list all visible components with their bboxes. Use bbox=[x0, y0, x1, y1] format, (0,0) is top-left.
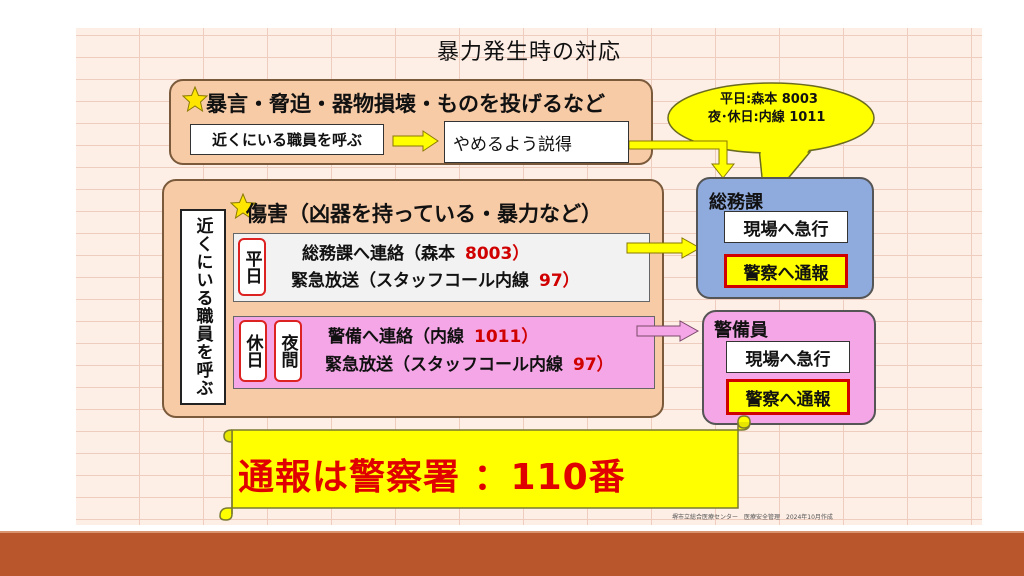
security-rush-box: 現場へ急行 bbox=[726, 341, 850, 373]
weekday-contact-number: 8003） bbox=[465, 244, 530, 264]
violence-heading: 傷害（凶器を持っている・暴力など） bbox=[246, 202, 602, 226]
weekday-tag: 平日 bbox=[238, 238, 266, 296]
bottom-accent-bar bbox=[0, 531, 1024, 576]
security-guard-title: 警備員 bbox=[714, 320, 768, 341]
weekday-broadcast-number: 97） bbox=[539, 271, 580, 291]
weekday-row bbox=[233, 233, 650, 302]
offhours-broadcast-line: 緊急放送（スタッフコール内線 97） bbox=[325, 350, 614, 375]
slide-panel: 暴力発生時の対応 平日:森本 8003 夜･休日:内線 1011 暴言・脅迫・器… bbox=[76, 28, 982, 525]
bubble-line-offhours: 夜･休日:内線 1011 bbox=[708, 110, 826, 125]
offhours-broadcast-text: 緊急放送（スタッフコール内線 bbox=[325, 355, 563, 375]
star-icon bbox=[230, 193, 256, 219]
arrow-offhours-to-security bbox=[636, 320, 700, 342]
weekday-broadcast-line: 緊急放送（スタッフコール内線 97） bbox=[291, 266, 580, 291]
offhours-row bbox=[233, 316, 655, 389]
offhours-broadcast-number: 97） bbox=[573, 355, 614, 375]
arrow-to-general-affairs bbox=[629, 140, 736, 179]
general-affairs-title: 総務課 bbox=[709, 192, 763, 213]
verbal-abuse-heading: 暴言・脅迫・器物損壊・ものを投げるなど bbox=[206, 92, 605, 116]
footer-credit: 堺市立総合医療センター 医療安全管理 2024年10月作成 bbox=[672, 514, 833, 521]
police-call-message: 通報は警察署 ：110番 bbox=[238, 457, 626, 498]
holiday-tag: 休日 bbox=[239, 320, 267, 382]
bubble-line-weekday: 平日:森本 8003 bbox=[720, 92, 818, 107]
offhours-contact-number: 1011） bbox=[474, 327, 539, 347]
general-affairs-rush-box: 現場へ急行 bbox=[724, 211, 848, 243]
security-police-box: 警察へ通報 bbox=[726, 379, 850, 415]
call-staff-vertical-box: 近くにいる職員を呼ぶ bbox=[180, 209, 226, 405]
emergency-scroll-banner bbox=[219, 415, 751, 521]
night-tag: 夜間 bbox=[274, 320, 302, 382]
offhours-contact-text: 警備へ連絡（内線 bbox=[328, 327, 464, 347]
general-affairs-police-box: 警察へ通報 bbox=[724, 254, 848, 288]
offhours-contact-line: 警備へ連絡（内線 1011） bbox=[328, 322, 538, 347]
page-title: 暴力発生時の対応 bbox=[436, 40, 621, 65]
weekday-contact-line: 総務課へ連絡（森本 8003） bbox=[302, 239, 529, 264]
star-icon bbox=[182, 86, 208, 112]
bottom-accent-stripe bbox=[0, 531, 1024, 533]
arrow-to-persuade bbox=[392, 130, 439, 152]
weekday-contact-text: 総務課へ連絡（森本 bbox=[302, 244, 455, 264]
arrow-weekday-to-general-affairs bbox=[626, 237, 702, 259]
weekday-broadcast-text: 緊急放送（スタッフコール内線 bbox=[291, 271, 529, 291]
persuade-box: やめるよう説得 bbox=[444, 121, 629, 163]
call-staff-box: 近くにいる職員を呼ぶ bbox=[190, 124, 384, 155]
